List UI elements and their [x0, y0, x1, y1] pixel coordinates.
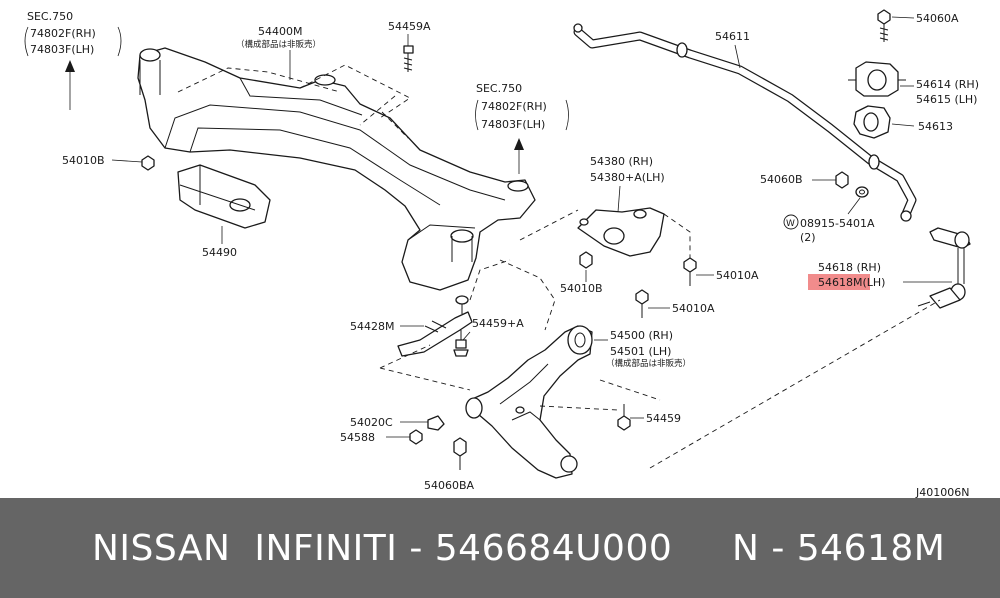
bolt-54010a-1 — [683, 257, 697, 286]
label-54020c: 54020C — [350, 416, 393, 429]
sec-mid-lh: 74803F(LH) — [481, 118, 545, 131]
bushing-54613 — [853, 105, 891, 139]
label-54588: 54588 — [340, 431, 375, 444]
label-54380a: 54380+A(LH) — [590, 171, 665, 184]
arrow-up-icon — [65, 60, 75, 72]
assembly-guide-lines — [379, 259, 941, 469]
label-54400m-note: （構成部品は非販売） — [236, 39, 321, 50]
label-54500: 54500 (RH) — [610, 329, 673, 342]
part-number-footer: NISSAN INFINITI - 546684U000 N - 54618M — [0, 498, 1000, 598]
label-54459a: 54459A — [388, 20, 431, 33]
label-54428m: 54428M — [350, 320, 394, 333]
label-54400m: 54400M — [258, 25, 302, 38]
label-54490: 54490 — [202, 246, 237, 259]
bolt-54459a — [403, 45, 414, 72]
stabilizer-bar-54611 — [573, 23, 917, 222]
label-54010a-1: 54010A — [716, 269, 759, 282]
label-54010b-left: 54010B — [62, 154, 105, 167]
sec-750-left-callout: SEC.750 74802F(RH) 74803F(LH) — [24, 10, 122, 110]
sec-left-lh: 74803F(LH) — [30, 43, 94, 56]
bolt-54060a — [877, 9, 891, 42]
suspension-parts-diagram: SEC.750 74802F(RH) 74803F(LH) 54400M （構成… — [24, 9, 979, 498]
sec-left-rh: 74802F(RH) — [30, 27, 96, 40]
diagram-code: J401006N — [915, 486, 969, 498]
tension-rod-54428m — [397, 295, 473, 357]
sec-750-middle-callout: SEC.750 74802F(RH) 74803F(LH) — [475, 82, 569, 174]
insulator-54490 — [177, 164, 271, 229]
nut-54010b-left — [141, 155, 155, 171]
label-54060b: 54060B — [760, 173, 803, 186]
bolt-54010a-2 — [635, 289, 649, 318]
svg-text:W: W — [786, 219, 795, 229]
label-08915: 08915-5401A — [800, 217, 875, 230]
arrow-up-icon — [514, 138, 524, 150]
sec-mid-title: SEC.750 — [476, 82, 522, 95]
label-54611: 54611 — [715, 30, 750, 43]
label-54459: 54459 — [646, 412, 681, 425]
nut-54010b-middle — [579, 251, 593, 269]
washer-symbol-w-icon: W — [783, 214, 799, 230]
label-54618: 54618 (RH) — [818, 261, 881, 274]
bolt-54459-plus-a — [453, 330, 469, 357]
lower-arm-54500 — [465, 325, 593, 479]
label-54613: 54613 — [918, 120, 953, 133]
label-54615: 54615 (LH) — [916, 93, 977, 106]
label-54500-note: （構成部品は非販売） — [606, 358, 691, 369]
bracket-54380 — [519, 207, 691, 262]
bolt-54459 — [617, 404, 631, 431]
label-08915-qty: (2) — [800, 231, 816, 244]
label-54060a: 54060A — [916, 12, 959, 25]
label-54010b-middle: 54010B — [560, 282, 603, 295]
stabilizer-link-54618 — [917, 227, 971, 309]
washer-08915 — [855, 186, 869, 198]
label-54010a-2: 54010A — [672, 302, 715, 315]
front-suspension-member-54400m — [137, 47, 536, 291]
label-54459pa: 54459+A — [472, 317, 524, 330]
sec-mid-rh: 74802F(RH) — [481, 100, 547, 113]
clamp-54614 — [848, 61, 906, 97]
label-54060ba: 54060BA — [424, 479, 475, 492]
nut-54060ba — [453, 437, 467, 470]
highlight-54618m — [808, 274, 870, 290]
washer-54020c — [427, 415, 445, 431]
nut-54588 — [409, 429, 423, 445]
sec-left-title: SEC.750 — [27, 10, 73, 23]
label-54380: 54380 (RH) — [590, 155, 653, 168]
nut-54060b — [835, 171, 849, 189]
label-54501: 54501 (LH) — [610, 345, 671, 358]
label-54618m: 54618M(LH) — [818, 276, 885, 289]
part-number-caption: NISSAN INFINITI - 546684U000 N - 54618M — [92, 527, 946, 569]
label-54614: 54614 (RH) — [916, 78, 979, 91]
